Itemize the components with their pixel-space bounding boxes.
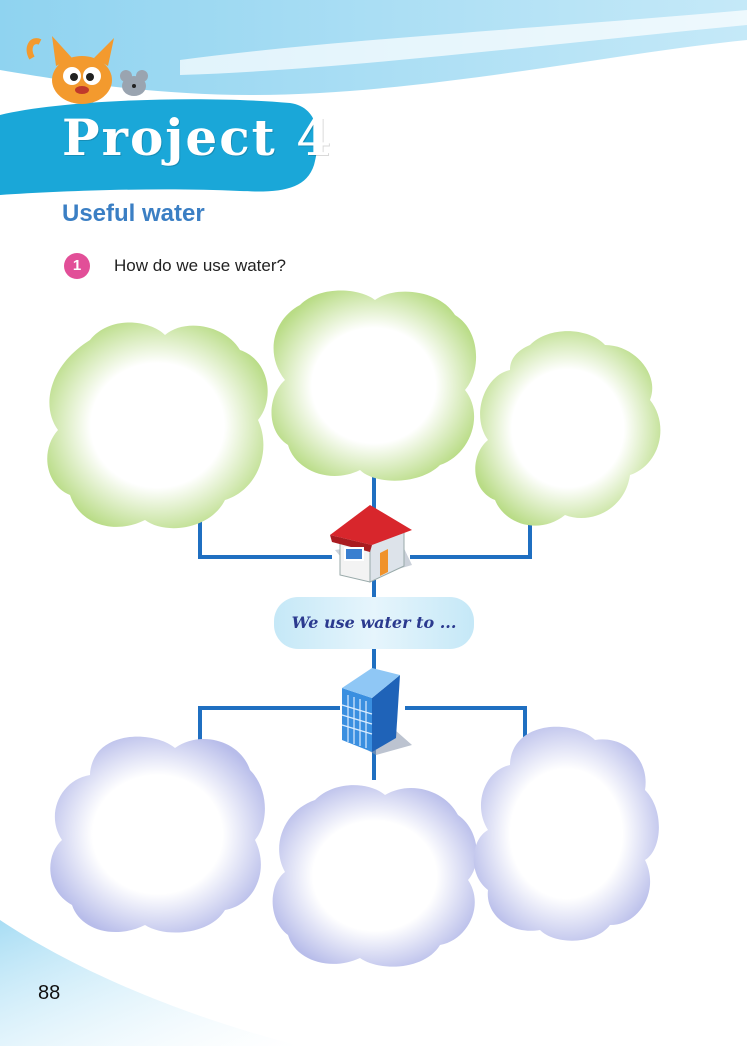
answer-cloud-top-center[interactable] — [271, 290, 477, 481]
cat-and-mouse-mascot — [26, 36, 148, 104]
header-swoosh — [0, 0, 747, 95]
answer-cloud-bottom-right[interactable] — [473, 726, 659, 941]
center-label-text: We use water to ... — [291, 613, 457, 632]
water-use-diagram — [47, 290, 661, 967]
answer-cloud-bottom-left[interactable] — [50, 736, 265, 933]
center-label-bubble — [274, 597, 474, 649]
page-number: 88 — [38, 982, 61, 1004]
answer-cloud-bottom-center[interactable] — [272, 785, 477, 967]
question-text: How do we use water? — [114, 256, 286, 275]
office-building-icon — [341, 668, 412, 755]
project-title: Project 4 — [62, 108, 333, 167]
house-icon — [330, 505, 412, 583]
project-banner — [0, 99, 318, 195]
footer-swoosh — [0, 920, 300, 1046]
section-title: Useful water — [62, 200, 205, 227]
answer-cloud-top-right[interactable] — [475, 331, 661, 526]
answer-cloud-top-left[interactable] — [47, 322, 268, 529]
question-number-badge: 1 — [64, 253, 90, 279]
